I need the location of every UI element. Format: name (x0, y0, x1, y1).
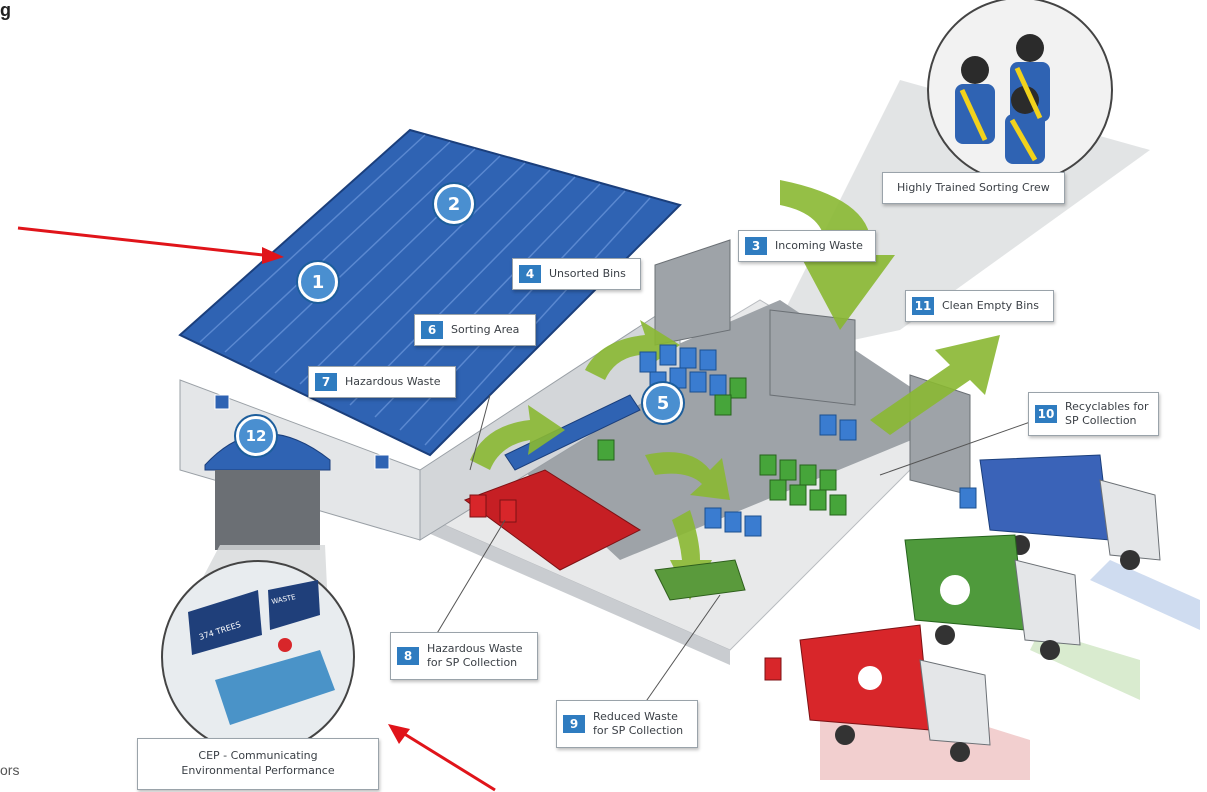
label-number: 9 (563, 715, 585, 733)
label-text: Incoming Waste (775, 239, 863, 253)
window-left (214, 394, 230, 410)
label-number: 10 (1035, 405, 1057, 423)
roof-marker-1: 1 (298, 262, 338, 302)
label-clean-empty-bins: 11 Clean Empty Bins (905, 290, 1054, 322)
crew-workers-icon (955, 34, 1050, 164)
label-reduced-sp-collection: 9 Reduced Waste for SP Collection (556, 700, 699, 748)
hazardous-area (463, 469, 642, 571)
cep-reception-desk-icon (188, 580, 335, 725)
label-number: 11 (912, 297, 934, 315)
building-roof (178, 128, 682, 457)
roof-marker-2: 2 (434, 184, 474, 224)
label-unsorted-bins: 4 Unsorted Bins (512, 258, 641, 290)
bins-blue-reduced (704, 414, 977, 537)
partition-left (654, 239, 731, 346)
cep-label: CEP - Communicating Environmental Perfor… (137, 738, 379, 790)
cep-circle (161, 560, 355, 754)
label-number: 8 (397, 647, 419, 665)
bins-green-sorted (597, 377, 847, 516)
label-sorting-area: 6 Sorting Area (414, 314, 537, 346)
crew-label-text: Highly Trained Sorting Crew (897, 181, 1050, 195)
label-number: 4 (519, 265, 541, 283)
label-text: Reduced Waste for SP Collection (593, 710, 684, 737)
truck-trail-blue (1090, 560, 1200, 630)
green-skip (654, 559, 746, 601)
label-hazardous-waste: 7 Hazardous Waste (308, 366, 456, 398)
truck-green (904, 534, 1081, 660)
label-text: Unsorted Bins (549, 267, 626, 281)
label-text: Hazardous Waste for SP Collection (427, 642, 523, 669)
red-arrow-cep (388, 724, 496, 792)
label-text: Clean Empty Bins (942, 299, 1039, 313)
label-number: 6 (421, 321, 443, 339)
marker-12: 12 (236, 416, 276, 456)
bins-blue-unsorted (639, 344, 727, 396)
truck-blue (979, 454, 1161, 570)
entrance-door (215, 470, 320, 550)
partition-mid (769, 309, 856, 406)
label-recyclables-sp-collection: 10 Recyclables for SP Collection (1028, 392, 1160, 436)
label-text: Sorting Area (451, 323, 520, 337)
label-number: 3 (745, 237, 767, 255)
label-leader-lines (429, 394, 1051, 711)
window-right (374, 454, 390, 470)
sorting-conveyor (504, 394, 641, 471)
marker-5: 5 (643, 383, 683, 423)
truck-red (799, 624, 991, 762)
label-text: Hazardous Waste (345, 375, 441, 389)
label-incoming-waste: 3 Incoming Waste (738, 230, 876, 262)
label-hazardous-sp-collection: 8 Hazardous Waste for SP Collection (390, 632, 538, 680)
bins-red-hazardous (469, 494, 782, 681)
ground-wall (410, 510, 730, 665)
edge-text-fragment: ors (0, 762, 20, 778)
crew-label: Highly Trained Sorting Crew (882, 172, 1065, 204)
red-arrow-roof (17, 226, 284, 264)
label-number: 7 (315, 373, 337, 391)
corner-text-fragment: g (0, 0, 11, 20)
label-text: Recyclables for SP Collection (1065, 400, 1149, 427)
